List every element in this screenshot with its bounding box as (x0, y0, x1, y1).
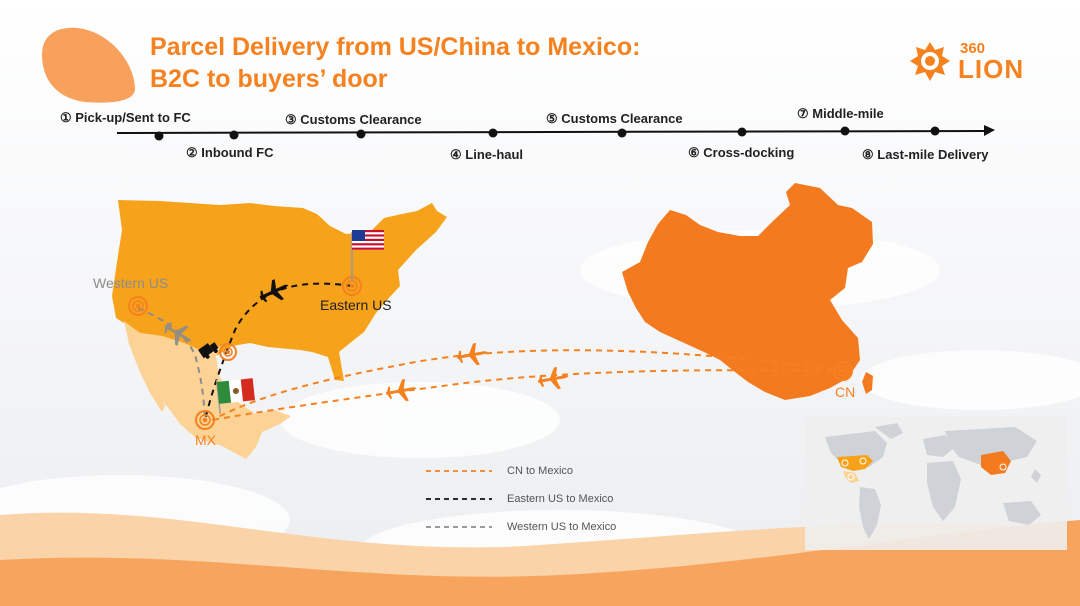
route-eastern-us-to-mx (204, 282, 353, 421)
logo-number: 360 (960, 40, 986, 57)
airplane-icon (164, 322, 192, 347)
step-label-1: ① Pick-up/Sent to FC (60, 110, 191, 125)
target-marker-icon (841, 457, 1007, 481)
timeline-node-1 (154, 131, 164, 141)
inset-usa-shape (837, 455, 873, 471)
inset-mexico-shape (843, 471, 859, 483)
timeline-nodes (154, 126, 940, 141)
legend-label-western-us: Western US to Mexico (507, 521, 617, 533)
legend-label-cn: CN to Mexico (507, 465, 574, 477)
mexico-flag-icon (215, 378, 255, 414)
target-marker-icon (833, 361, 853, 381)
timeline-node-5 (617, 128, 627, 138)
step-label-4: ④ Line-haul (450, 147, 524, 162)
timeline-axis (116, 130, 986, 134)
step-label-5: ⑤ Customs Clearance (546, 111, 683, 126)
mexico-map-shape (124, 321, 291, 459)
us-flag-icon (351, 230, 384, 282)
timeline-node-2 (229, 130, 239, 140)
label-western-us: Western US (93, 275, 169, 291)
step-label-7: ⑦ Middle-mile (797, 106, 884, 121)
step-label-2: ② Inbound FC (186, 145, 274, 160)
timeline-node-3 (356, 129, 366, 139)
logo-word: LION (958, 54, 1025, 84)
timeline-node-4 (488, 128, 498, 138)
inset-china-shape (981, 451, 1011, 475)
target-marker-icon (195, 410, 215, 430)
lion-mane-icon (910, 42, 950, 81)
airplane-icon (456, 342, 488, 366)
step-label-3: ③ Customs Clearance (285, 112, 422, 127)
target-marker-icon (219, 343, 237, 361)
route-cn-to-mx-upper (211, 349, 844, 421)
route-western-us-to-mx (137, 307, 206, 421)
timeline-node-7 (840, 126, 850, 136)
target-marker-icon (128, 296, 148, 316)
airplane-icon (537, 366, 569, 390)
title-line-2: B2C to buyers’ door (150, 65, 388, 93)
label-cn: CN (835, 384, 856, 400)
process-timeline (116, 125, 995, 141)
airplane-icon (385, 378, 417, 402)
baja-california-shape (130, 336, 165, 412)
timeline-node-8 (930, 126, 940, 136)
label-mx: MX (195, 432, 216, 448)
route-cn-to-mx-lower (211, 369, 844, 421)
truck-icon (198, 342, 219, 359)
label-eastern-us: Eastern US (320, 297, 392, 313)
world-map-inset (805, 417, 1067, 550)
timeline-node-6 (737, 127, 747, 137)
china-map-shape (622, 183, 873, 400)
brand-logo: 360 LION (908, 40, 1048, 84)
airplane-icon (259, 279, 289, 303)
legend-lines (426, 470, 492, 528)
step-label-6: ⑥ Cross-docking (688, 145, 795, 160)
taiwan-shape (862, 372, 873, 394)
bottom-wave-dark (0, 520, 1080, 606)
decorative-leaf-shape (42, 27, 135, 103)
legend-label-eastern-us: Eastern US to Mexico (507, 493, 614, 505)
title-line-1: Parcel Delivery from US/China to Mexico: (150, 33, 641, 61)
step-label-8: ⑧ Last-mile Delivery (862, 147, 989, 162)
timeline-arrowhead (984, 125, 995, 136)
